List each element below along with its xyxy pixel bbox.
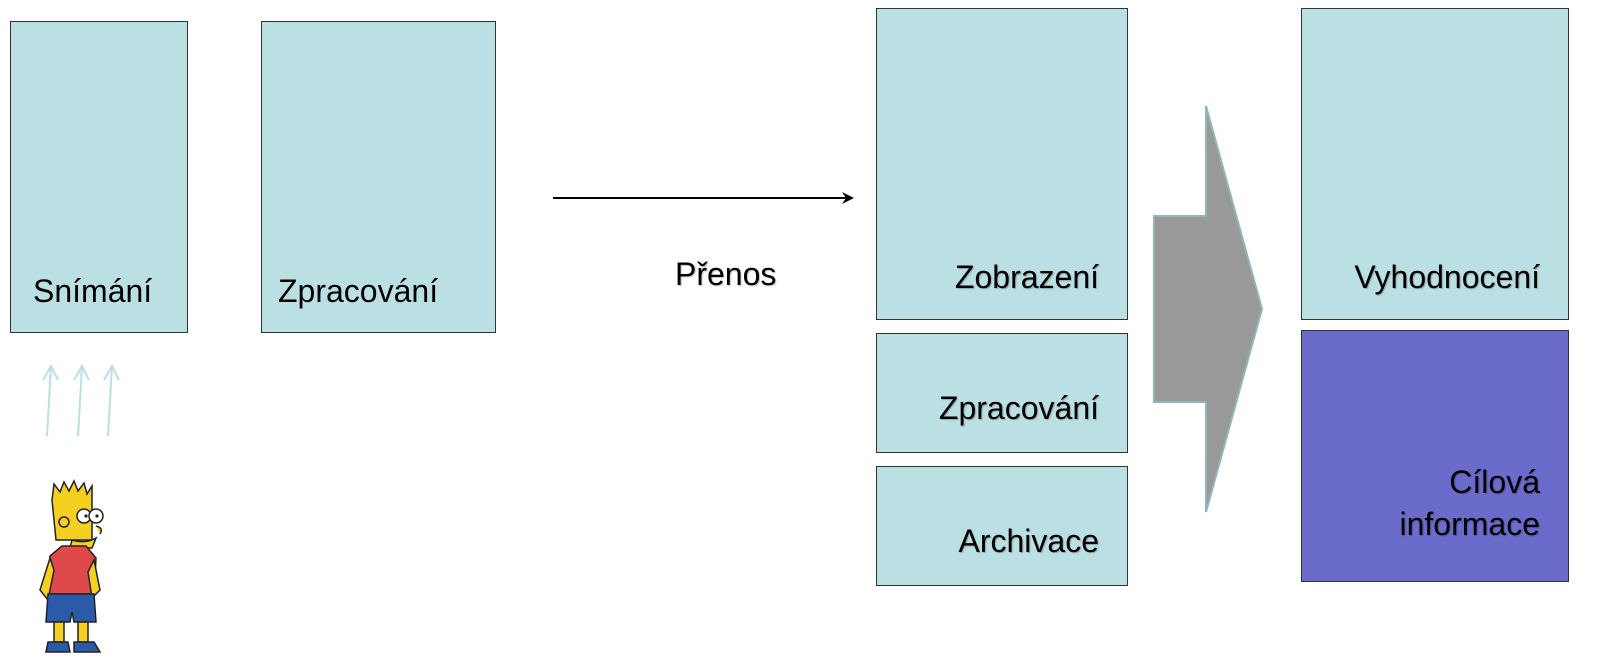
zpracovani-left-box: Zpracování xyxy=(261,21,496,333)
zpracovani-right-box: Zpracování xyxy=(876,333,1128,453)
cilova-line2-label: informace xyxy=(1399,506,1541,542)
cartoon-boy-icon xyxy=(39,479,104,653)
zpracovani-right-label: Zpracování xyxy=(938,390,1099,426)
transfer-label: Přenos xyxy=(675,256,777,292)
snimani-label: Snímání xyxy=(33,273,153,309)
archivace-label: Archivace xyxy=(958,523,1100,559)
zobrazeni-label: Zobrazení xyxy=(954,259,1099,295)
zobrazeni-box: Zobrazení xyxy=(876,8,1128,320)
snimani-box: Snímání xyxy=(10,21,188,333)
cilova-informace-box: Cílová informace xyxy=(1301,330,1569,582)
vyhodnoceni-box: Vyhodnocení xyxy=(1301,8,1569,320)
block-arrow-icon xyxy=(1153,105,1264,513)
vyhodnoceni-label: Vyhodnocení xyxy=(1354,259,1540,295)
cilova-line1-label: Cílová xyxy=(1449,464,1540,500)
zpracovani-left-label: Zpracování xyxy=(278,273,439,309)
archivace-box: Archivace xyxy=(876,466,1128,586)
up-arrows-icon xyxy=(42,363,120,437)
